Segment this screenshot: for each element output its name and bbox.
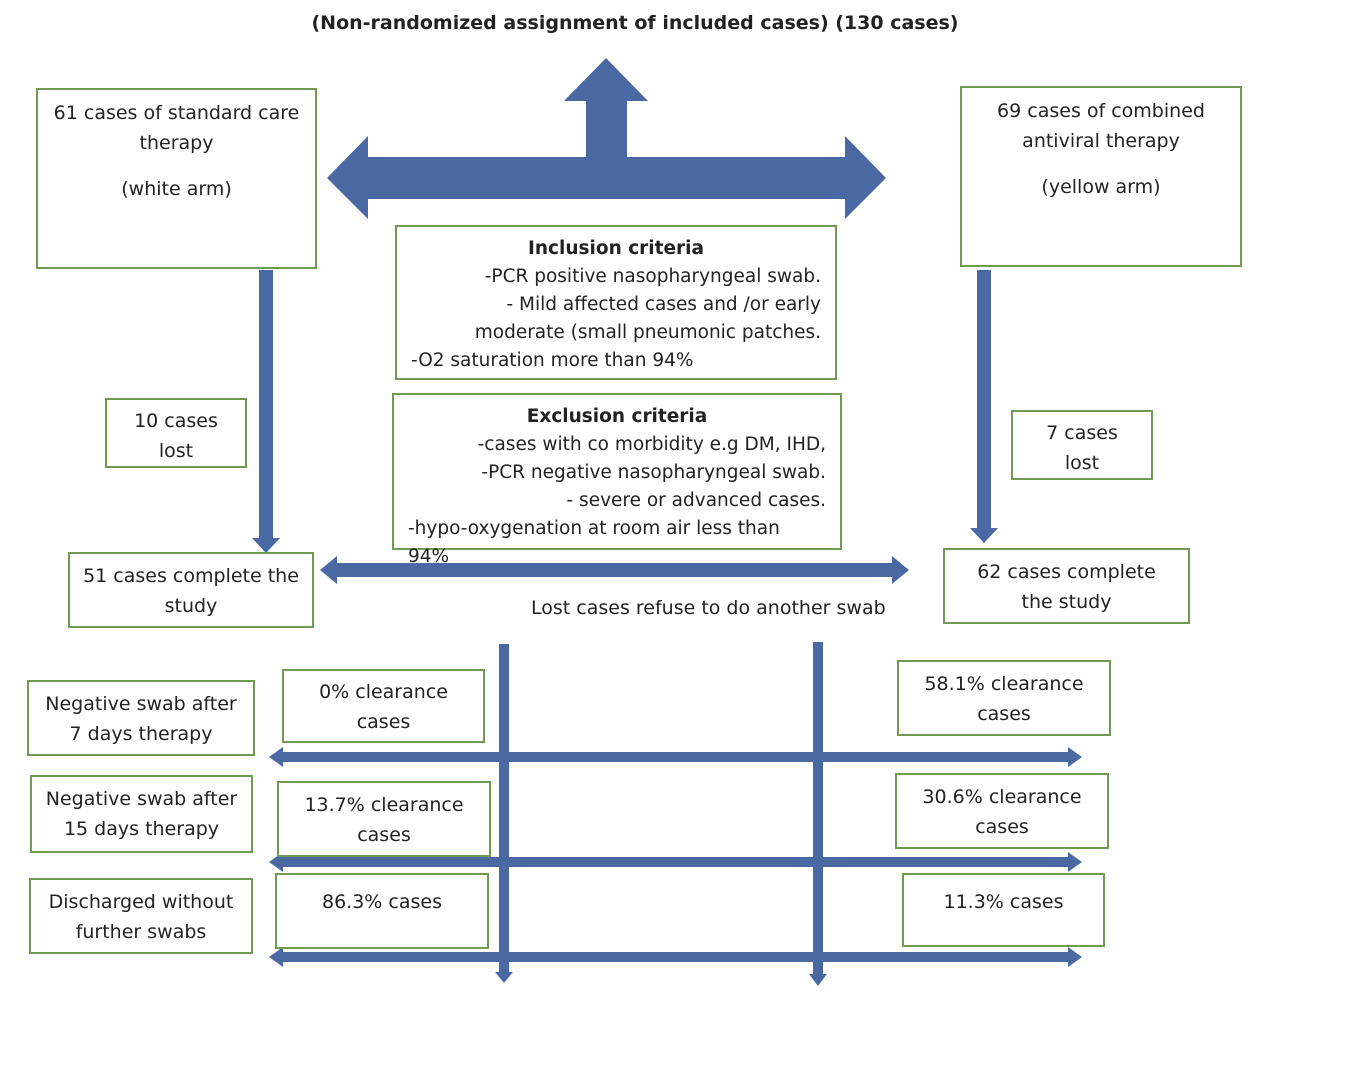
bottom-right-vertical-head: [809, 974, 827, 986]
inclusion-heading: Inclusion criteria: [528, 238, 704, 259]
row-left-result-line1: 0% clearance: [319, 681, 448, 703]
exclusion-heading: Exclusion criteria: [526, 406, 708, 427]
exclusion-criteria-box: Exclusion criteria -cases with co morbid…: [392, 393, 842, 567]
right-down-arrow-head: [970, 528, 998, 543]
inclusion-criteria-box: Inclusion criteria -PCR positive nasopha…: [395, 225, 837, 380]
yellow-arm-line1: 69 cases of combined: [997, 100, 1205, 122]
row-left-result-line1: 13.7% clearance: [304, 794, 464, 816]
inclusion-item: - Mild affected cases and /or early: [506, 294, 822, 315]
row-right-result-line2: cases: [977, 703, 1031, 725]
lost-left-line2: lost: [158, 440, 194, 462]
row-label-line1: Negative swab after: [45, 788, 238, 810]
complete-left-line2: study: [164, 595, 218, 617]
row-right-result-box: 30.6% clearance cases: [895, 773, 1109, 849]
row-left-result-line2: cases: [357, 824, 411, 846]
exclusion-item: -hypo-oxygenation at room air less than …: [408, 518, 780, 567]
complete-right-line2: the study: [1021, 591, 1112, 613]
row2-double-arrow: [269, 852, 1082, 872]
row-label-box: Negative swab after 7 days therapy: [27, 680, 255, 756]
complete-right-line1: 62 cases complete: [977, 561, 1156, 583]
row-label-box: Negative swab after 15 days therapy: [30, 775, 253, 853]
bottom-left-vertical-line: [499, 644, 509, 974]
row-right-result-line1: 11.3% cases: [943, 891, 1064, 913]
exclusion-item: -cases with co morbidity e.g DM, IHD,: [477, 434, 826, 455]
split-arrow: [327, 58, 886, 219]
row-left-result-box: 0% clearance cases: [282, 669, 485, 743]
row-right-result-line2: cases: [975, 816, 1029, 838]
complete-left-box: 51 cases complete the study: [68, 552, 314, 628]
yellow-arm-line2: antiviral therapy: [1022, 130, 1180, 152]
row-label-line1: Discharged without: [48, 891, 234, 913]
complete-left-line1: 51 cases complete the: [83, 565, 299, 587]
row1-double-arrow: [269, 747, 1082, 767]
lost-right-box: 7 cases lost: [1011, 410, 1153, 480]
diagram-title: (Non-randomized assignment of included c…: [311, 12, 959, 34]
row-right-result-box: 11.3% cases: [902, 873, 1105, 947]
lost-left-line1: 10 cases: [134, 410, 218, 432]
lost-right-line1: 7 cases: [1046, 422, 1118, 444]
exclusion-item: - severe or advanced cases.: [566, 490, 827, 511]
yellow-arm-box: 69 cases of combined antiviral therapy (…: [960, 86, 1242, 267]
row3-double-arrow: [269, 947, 1082, 967]
left-down-arrow-shaft: [259, 270, 273, 538]
row-left-result-box: 86.3% cases: [275, 873, 489, 949]
bottom-left-vertical-head: [495, 972, 513, 983]
exclusion-item: -PCR negative nasopharyngeal swab.: [481, 462, 826, 483]
inclusion-item: -PCR positive nasopharyngeal swab.: [484, 266, 821, 287]
white-arm-line1: 61 cases of standard care: [53, 102, 300, 124]
row-label-line1: Negative swab after: [45, 693, 237, 715]
white-arm-line2: therapy: [139, 132, 214, 154]
inclusion-item: -O2 saturation more than 94%: [411, 350, 694, 371]
complete-right-box: 62 cases complete the study: [943, 548, 1190, 624]
left-down-arrow-head: [252, 538, 280, 553]
middle-double-arrow: [320, 556, 909, 584]
white-arm-line3: (white arm): [121, 178, 232, 200]
row-left-result-line2: cases: [356, 711, 411, 733]
row-left-result-line1: 86.3% cases: [322, 891, 442, 913]
row-right-result-line1: 58.1% clearance: [924, 673, 1084, 695]
row-right-result-box: 58.1% clearance cases: [897, 660, 1111, 736]
lost-right-line2: lost: [1064, 452, 1100, 474]
row-label-line2: further swabs: [75, 921, 207, 943]
row-left-result-box: 13.7% clearance cases: [277, 781, 491, 857]
inclusion-item: moderate (small pneumonic patches.: [474, 322, 821, 343]
row-right-result-line1: 30.6% clearance: [922, 786, 1082, 808]
row-label-line2: 7 days therapy: [69, 723, 213, 745]
bottom-right-vertical-line: [813, 642, 823, 976]
white-arm-box: 61 cases of standard care therapy (white…: [36, 88, 317, 269]
lost-cases-note: Lost cases refuse to do another swab: [531, 597, 886, 619]
row-label-line2: 15 days therapy: [63, 818, 220, 840]
right-down-arrow-shaft: [977, 270, 991, 528]
row-label-box: Discharged without further swabs: [29, 878, 253, 954]
yellow-arm-line3: (yellow arm): [1041, 176, 1161, 198]
lost-left-box: 10 cases lost: [105, 398, 247, 468]
